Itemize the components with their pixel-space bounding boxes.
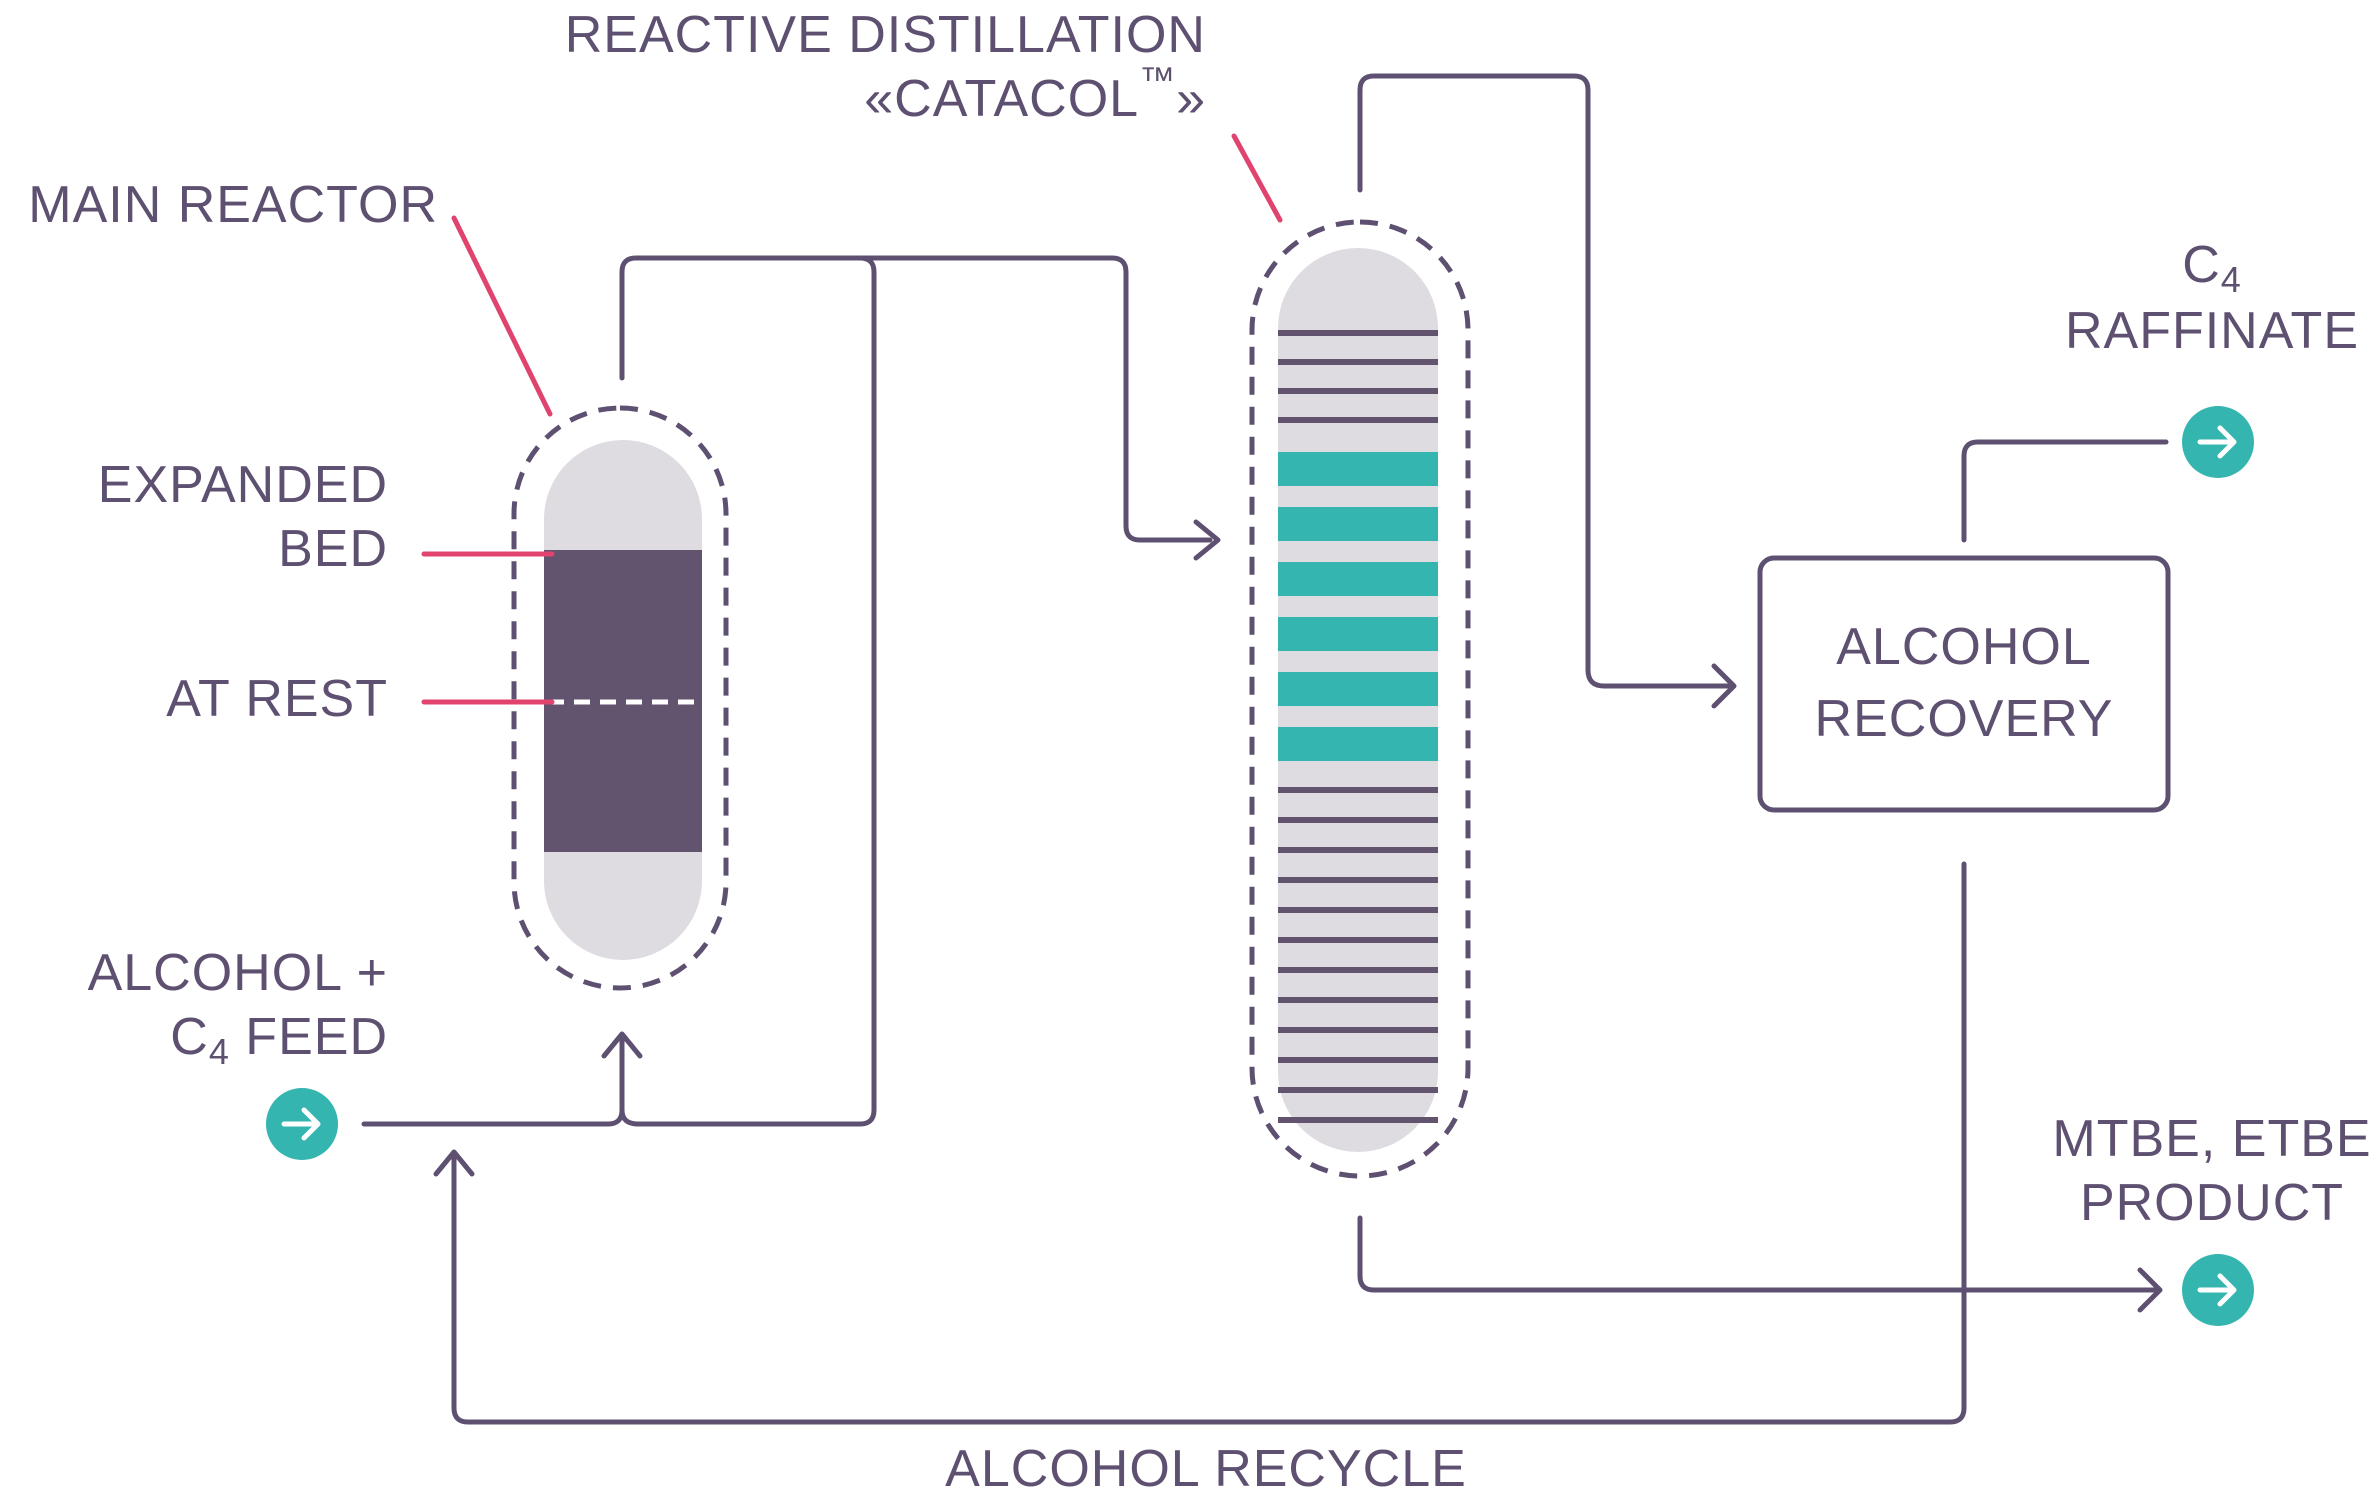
expanded-bed <box>544 550 702 852</box>
column-outline <box>1249 219 1471 1179</box>
alcohol-recovery-label-line2: RECOVERY <box>1815 690 2114 748</box>
column-tray <box>1278 330 1438 336</box>
flow-lines <box>361 73 2169 1425</box>
expanded-bed-label-line1: EXPANDED <box>98 456 388 514</box>
catacol-label: «CATACOL™» <box>864 59 1206 128</box>
product-arrowhead <box>2137 1267 2163 1313</box>
feed-line <box>361 1037 625 1127</box>
column-tray <box>1278 417 1438 423</box>
column-tray <box>1278 817 1438 823</box>
column-tray <box>1278 997 1438 1003</box>
leader-lines <box>421 133 1283 705</box>
column-tray <box>1278 1117 1438 1123</box>
alcohol-recycle-label: ALCOHOL RECYCLE <box>945 1440 1467 1491</box>
column-tray <box>1278 1057 1438 1063</box>
at-rest-label: AT REST <box>166 670 388 728</box>
column-overhead-line <box>1357 73 1731 689</box>
arrow-right-circle-icon <box>266 1088 338 1160</box>
alcohol-recycle-line <box>451 861 1967 1425</box>
catacol-leader <box>1231 133 1283 223</box>
column-tray <box>1278 388 1438 394</box>
feed-rest: FEED <box>230 1008 388 1066</box>
column-tray <box>1278 359 1438 365</box>
main-reactor-label: MAIN REACTOR <box>28 176 438 234</box>
recovery-inlet-arrowhead <box>1711 663 1737 709</box>
raffinate-label-line2: RAFFINATE <box>2065 302 2359 360</box>
column-tray <box>1278 937 1438 943</box>
product-label-line1: MTBE, ETBE <box>2052 1110 2371 1168</box>
catalytic-packing <box>1278 672 1438 706</box>
catalytic-packing <box>1278 562 1438 596</box>
catalytic-packings <box>1278 452 1438 761</box>
trademark-symbol: ™ <box>1139 59 1176 100</box>
catacol-name: «CATACOL <box>864 70 1139 128</box>
column-tray <box>1278 967 1438 973</box>
main-reactor-leader <box>451 215 553 417</box>
column-tray <box>1278 1027 1438 1033</box>
catalytic-packing <box>1278 452 1438 486</box>
expanded-bed-label-line2: BED <box>278 520 388 578</box>
column-tray <box>1278 787 1438 793</box>
arrow-right-circle-icon <box>2182 1254 2254 1326</box>
catalytic-packing <box>1278 507 1438 541</box>
raffinate-subscript: 4 <box>2221 259 2242 300</box>
reactive-distillation-column <box>1249 219 1471 1179</box>
column-tray <box>1278 847 1438 853</box>
reactor-recycle-loop <box>619 255 877 1127</box>
catacol-close-quote: » <box>1176 70 1206 128</box>
alcohol-recovery-label-line1: ALCOHOL <box>1836 618 2092 676</box>
column-tray <box>1278 1087 1438 1093</box>
column-tray <box>1278 907 1438 913</box>
reactor-overhead-line <box>619 255 1213 543</box>
main-reactor-outline <box>511 405 729 991</box>
main-reactor <box>511 405 729 991</box>
raffinate-line <box>1961 439 2169 543</box>
feed-label-line2: C4 FEED <box>170 1008 388 1072</box>
catalytic-packing <box>1278 617 1438 651</box>
arrow-right-circle-icon <box>2182 406 2254 478</box>
raffinate-label-line1: C4 <box>2182 236 2242 300</box>
feed-c: C <box>170 1008 209 1066</box>
product-label-line2: PRODUCT <box>2080 1174 2344 1232</box>
alcohol-recovery-box <box>1757 555 2171 813</box>
reactive-distillation-label: REACTIVE DISTILLATION <box>565 6 1206 64</box>
column-trays <box>1278 330 1438 1123</box>
feed-label-line1: ALCOHOL + <box>88 944 388 1002</box>
catalytic-packing <box>1278 727 1438 761</box>
product-line <box>1357 1215 2159 1293</box>
column-feed-arrowhead <box>1193 519 1221 561</box>
raffinate-c: C <box>2182 236 2221 294</box>
reactor-inlet-arrowhead <box>601 1031 643 1059</box>
column-tray <box>1278 877 1438 883</box>
recycle-arrowhead <box>433 1149 475 1177</box>
feed-subscript: 4 <box>209 1031 230 1072</box>
